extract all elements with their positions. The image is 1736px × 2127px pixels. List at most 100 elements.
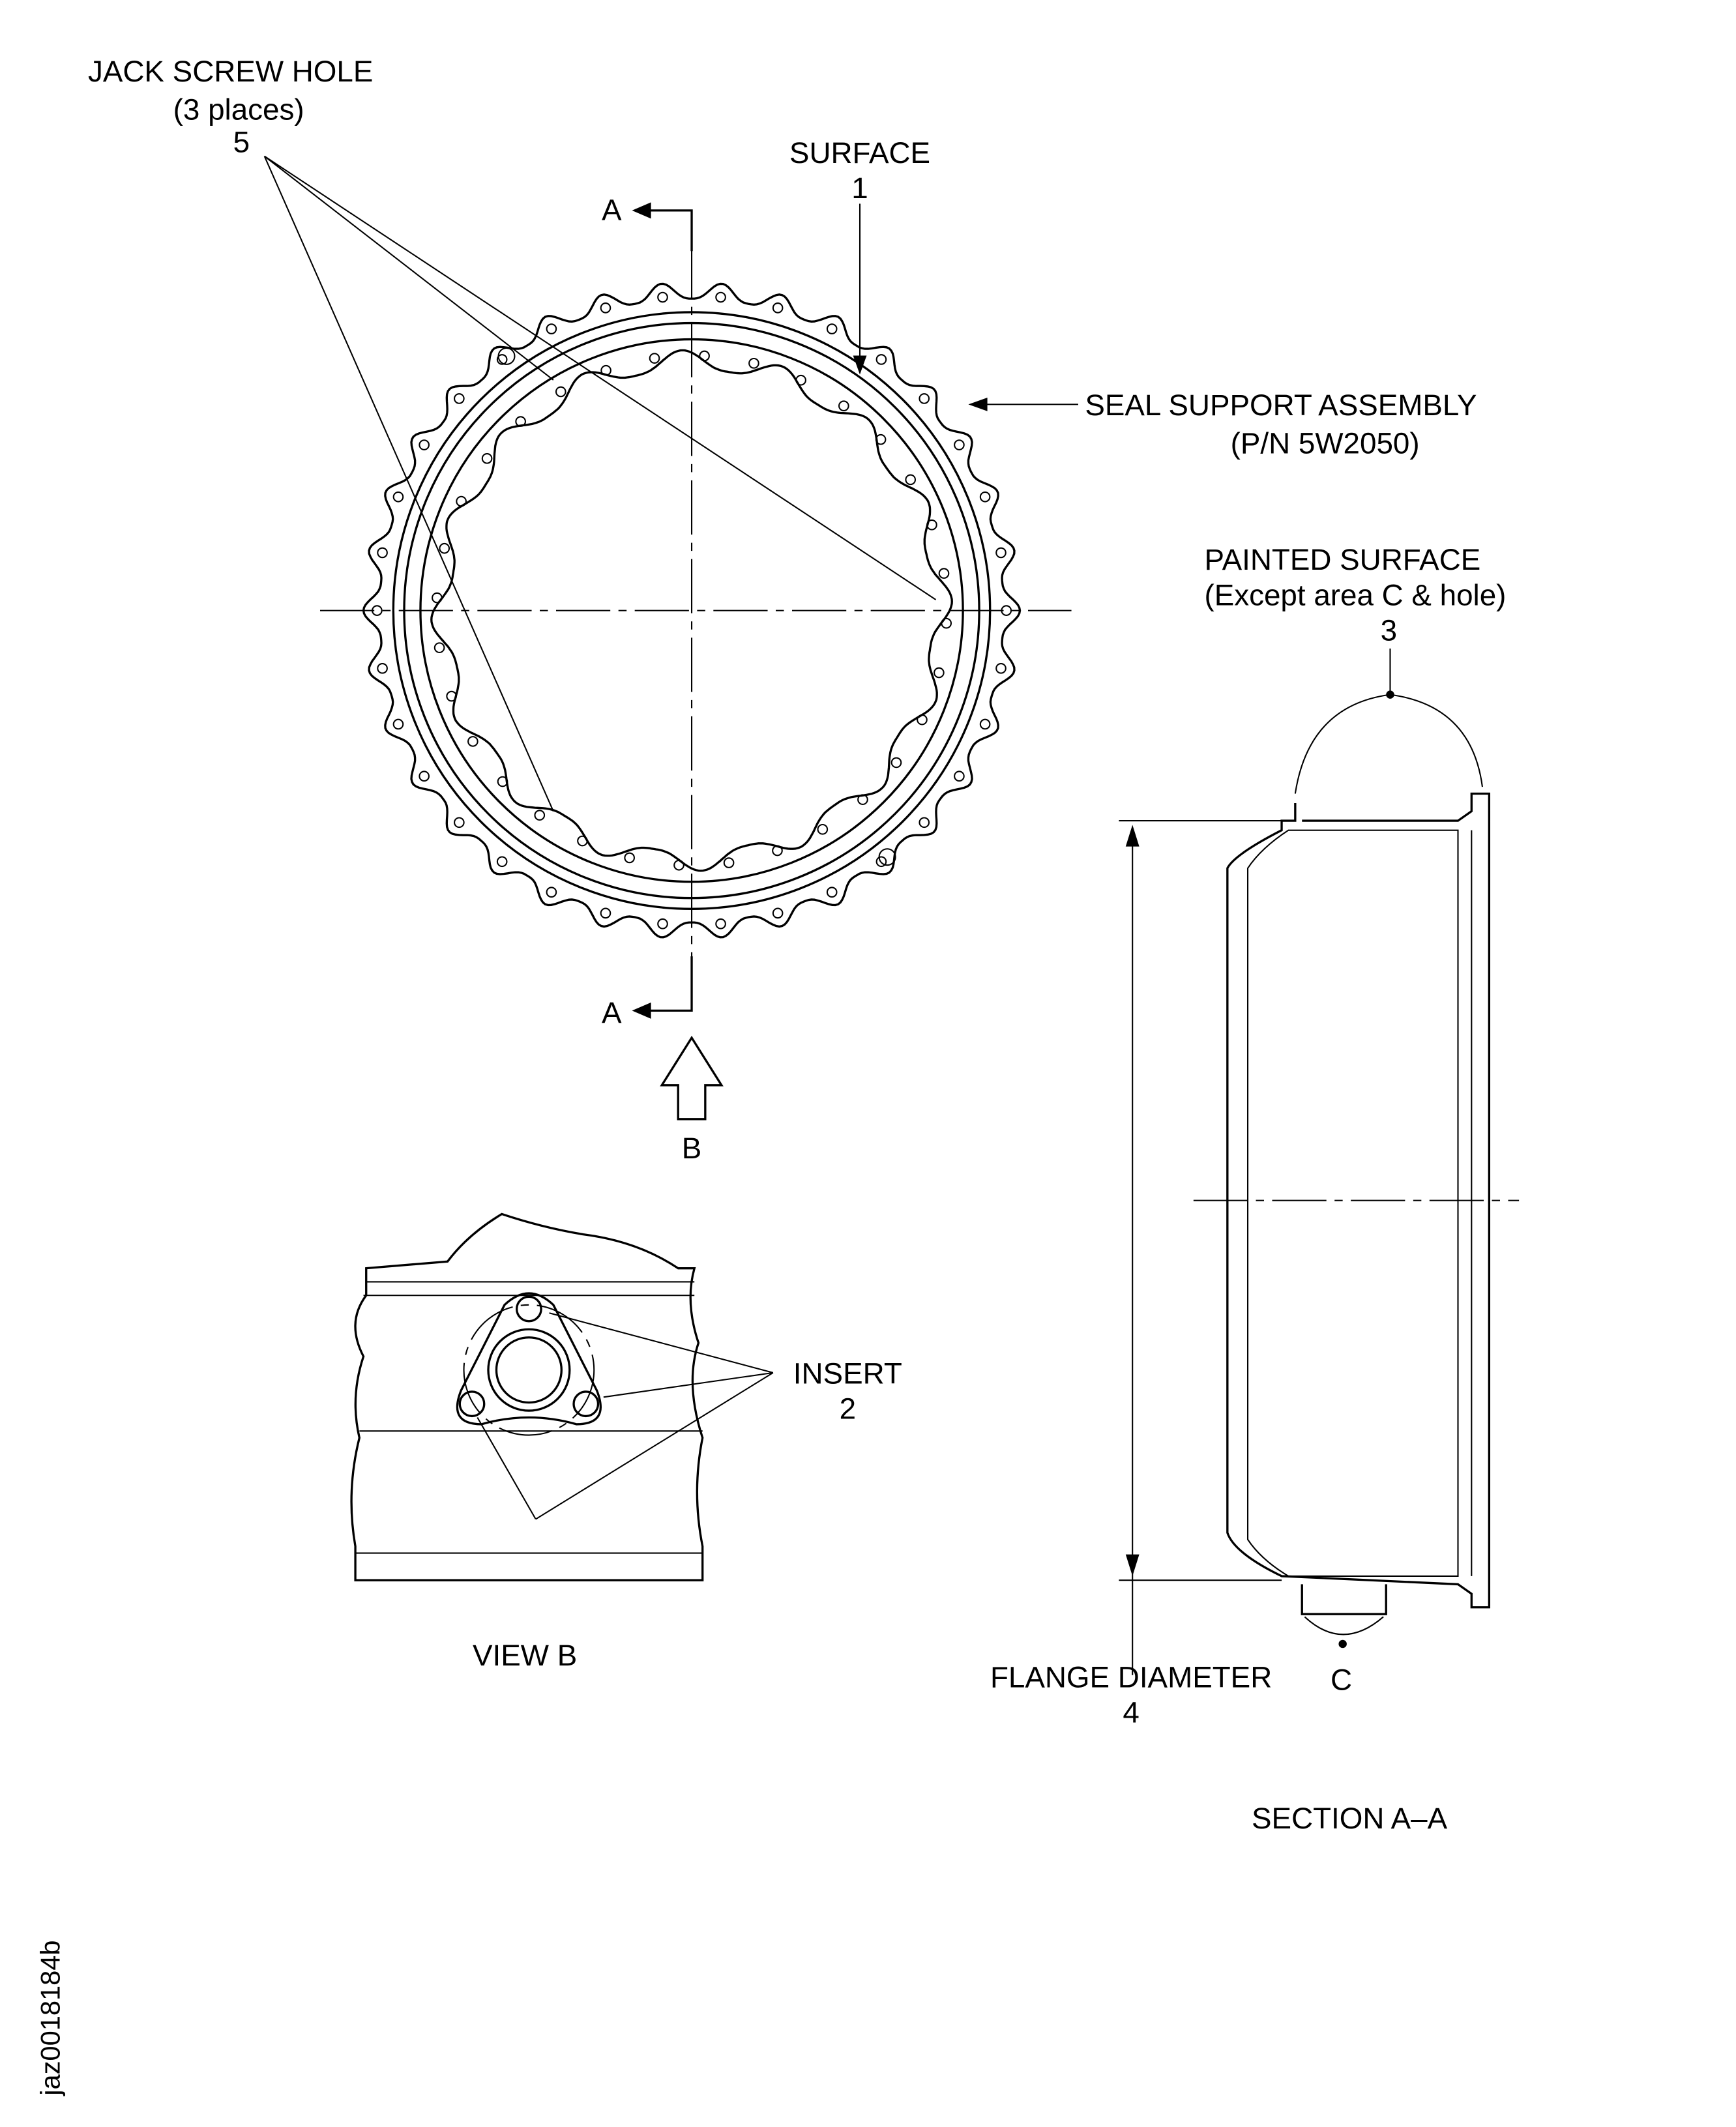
view-b-outline (350, 1212, 704, 1581)
seal-support-label: SEAL SUPPORT ASSEMBLY (1085, 389, 1477, 422)
bolt-hole (919, 817, 930, 829)
section-inner-wall (1246, 829, 1459, 1577)
bolt-hole (446, 690, 457, 702)
leader-dot (1338, 1639, 1347, 1649)
bolt-hole (434, 642, 445, 653)
bolt-hole (419, 439, 430, 450)
bolt-hole (377, 662, 388, 674)
bolt-hole (454, 393, 465, 404)
leader-line (535, 1372, 774, 1520)
bolt-hole (546, 887, 557, 898)
jack-screw-index: 5 (233, 125, 250, 158)
section-a-bottom-arrow (637, 956, 693, 1012)
leader-line (549, 1312, 774, 1373)
section-marker-bottom: A (602, 996, 622, 1029)
bolt-hole (600, 302, 611, 314)
view-b-title: VIEW B (473, 1639, 577, 1672)
bolt-hole (534, 810, 546, 821)
bolt-hole (817, 823, 829, 835)
bolt-hole (875, 856, 887, 868)
flange-diameter-label: FLANGE DIAMETER (990, 1661, 1272, 1694)
section-title: SECTION A–A (1252, 1802, 1448, 1835)
bolt-hole (577, 835, 588, 847)
bolt-hole (454, 817, 465, 829)
insert-hole (458, 1390, 486, 1418)
bolt-hole (432, 592, 443, 604)
bolt-hole (772, 845, 783, 857)
bolt-hole (496, 354, 508, 365)
arrowhead-icon (632, 202, 651, 219)
area-c-label: C (1331, 1664, 1352, 1697)
insert-index: 2 (840, 1392, 856, 1426)
bolt-hole (715, 291, 726, 303)
bolt-hole (878, 848, 896, 866)
insert-hole (515, 1295, 542, 1323)
painted-surface-arc (1294, 694, 1483, 794)
bolt-hole (715, 918, 726, 930)
bolt-hole (723, 857, 735, 868)
bolt-hole (838, 400, 849, 412)
surface-index: 1 (851, 171, 868, 205)
bolt-hole (890, 757, 902, 769)
bolt-hole (979, 718, 991, 730)
leader-line (263, 156, 554, 812)
bolt-hole (979, 491, 991, 503)
bolt-hole (954, 770, 965, 782)
arrowhead-icon (853, 355, 867, 375)
ring-front-view (263, 155, 1078, 1121)
view-marker: B (682, 1132, 702, 1165)
bolt-hole (875, 354, 887, 365)
bolt-hole (481, 453, 493, 464)
bolt-hole (377, 547, 388, 559)
bolt-hole (600, 364, 611, 376)
bolt-hole (995, 547, 1007, 559)
section-a-top-arrow (637, 209, 693, 252)
bolt-hole (515, 416, 526, 427)
view-b-arrow-icon (660, 1035, 724, 1121)
bolt-hole (600, 907, 611, 919)
bolt-hole (419, 770, 430, 782)
jack-screw-label: JACK SCREW HOLE (88, 55, 373, 88)
bolt-hole (857, 794, 868, 805)
painted-surface-note: (Except area C & hole) (1204, 578, 1506, 611)
insert-boss-outline (456, 1292, 602, 1426)
bolt-hole (941, 617, 952, 629)
insert-hole (572, 1390, 600, 1418)
bolt-hole (657, 918, 668, 930)
bolt-hole (905, 474, 917, 486)
bolt-hole (624, 852, 635, 864)
bolt-hole (826, 323, 838, 334)
seal-support-part-number: (P/N 5W2050) (1231, 426, 1420, 460)
bolt-hole (954, 439, 965, 450)
bolt-circle (463, 1304, 595, 1436)
view-b-drawing (350, 1212, 774, 1581)
bolt-hole (875, 433, 887, 445)
bolt-hole (392, 718, 404, 730)
bolt-hole (555, 386, 566, 398)
leader-line (477, 1416, 537, 1520)
bolt-hole (772, 907, 784, 919)
section-a-a-drawing (1119, 648, 1520, 1675)
bolt-hole (938, 568, 950, 579)
bolt-hole (392, 491, 404, 503)
arrowhead-icon (1125, 1554, 1140, 1576)
flange-diameter-index: 4 (1123, 1696, 1139, 1729)
arrowhead-icon (1125, 825, 1140, 847)
bolt-hole (919, 393, 930, 404)
insert-boss (1301, 1584, 1387, 1615)
bolt-hole (649, 353, 660, 364)
insert-label: INSERT (793, 1357, 902, 1390)
bolt-hole (926, 519, 937, 531)
bolt-hole (748, 357, 759, 369)
painted-surface-label: PAINTED SURFACE (1204, 543, 1480, 576)
section-marker-top: A (602, 193, 622, 226)
bolt-hole (917, 714, 928, 726)
bolt-hole (772, 302, 784, 314)
section-outline (1226, 792, 1491, 1609)
leader-line (264, 155, 554, 381)
drawing-id: jaz0018184b (35, 1941, 66, 2097)
jack-screw-hole-inner (495, 1336, 563, 1404)
area-c-arc (1304, 1616, 1384, 1636)
bolt-hole (497, 776, 508, 787)
